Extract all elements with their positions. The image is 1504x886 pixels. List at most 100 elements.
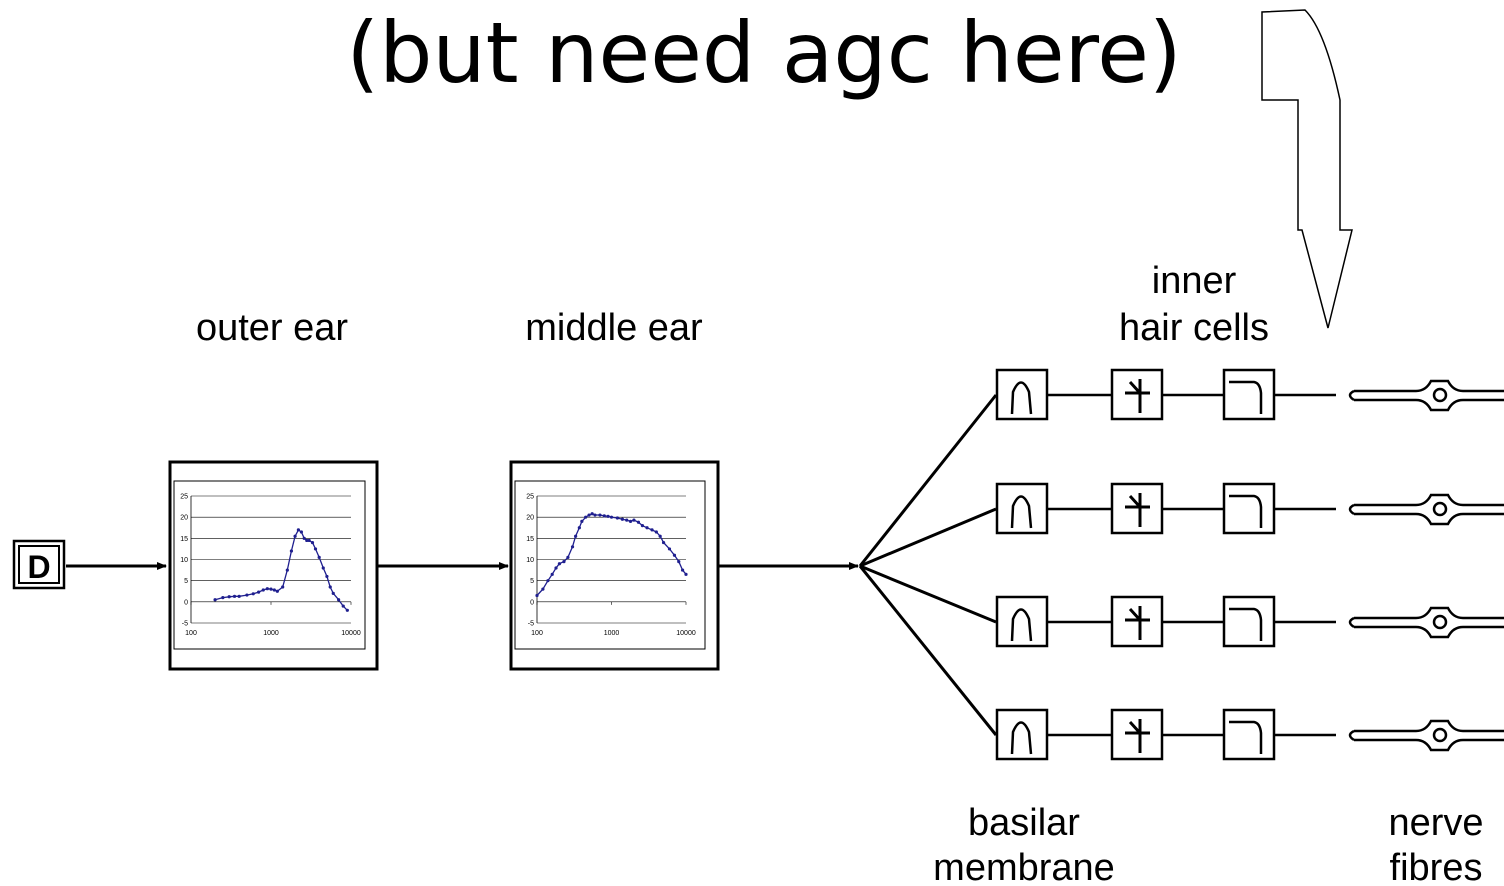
- fan-line: [858, 394, 998, 567]
- middle-ear-data-point: [557, 562, 562, 566]
- middle-ear-data-point: [658, 534, 662, 538]
- nerve-fibre-upper: [1354, 719, 1504, 733]
- middle-ear-data-point: [645, 526, 649, 530]
- rectifier-symbol: [1125, 493, 1150, 527]
- middle-ear-y-tick-label: -5: [528, 621, 534, 628]
- outer-ear-data-point: [289, 549, 294, 553]
- fan-line: [858, 565, 998, 736]
- middle-ear-data-point: [684, 572, 688, 576]
- lowpass-filter-icon: [1222, 482, 1276, 535]
- middle-ear-data-point: [546, 579, 550, 583]
- outer-ear-data-point: [345, 608, 349, 612]
- bandpass-curve: [1010, 495, 1033, 529]
- nerve-fibre-node: [1432, 501, 1448, 517]
- agc-pointer-arrow: [1261, 9, 1353, 329]
- channel-row: [858, 565, 1504, 761]
- nerve-fibre-node: [1432, 387, 1448, 403]
- middle-ear-data-point: [640, 524, 645, 528]
- middle-ear-data-point: [602, 514, 606, 518]
- lowpass-curve: [1229, 380, 1263, 414]
- middle-ear-data-point: [654, 530, 658, 534]
- middle-ear-x-tick-label: 100: [531, 630, 543, 637]
- outer-ear-x-tick-label: 100: [185, 630, 197, 637]
- nerve-fibre-node: [1432, 727, 1448, 743]
- nerve-fibre-end: [1348, 503, 1355, 516]
- middle-ear-data-point: [598, 513, 602, 517]
- outer-ear-data-point: [313, 547, 318, 551]
- bandpass-filter-icon: [995, 368, 1049, 421]
- middle-ear-data-point: [636, 520, 641, 524]
- outer-ear-y-tick-label: -5: [182, 621, 188, 628]
- nerve-fibre-end: [1348, 389, 1355, 402]
- outer-ear-data-point: [321, 566, 325, 570]
- outer-ear-y-tick-label: 25: [180, 494, 188, 501]
- filterbank-channels: [858, 368, 1504, 761]
- middle-ear-data-point: [550, 572, 554, 576]
- middle-ear-data-point: [620, 517, 624, 521]
- outer-ear-data-point: [331, 591, 335, 595]
- outer-ear-data-point: [261, 588, 265, 592]
- middle-ear-data-point: [615, 516, 619, 520]
- nerve-fibres-label-line2: fibres: [1390, 847, 1483, 886]
- lowpass-filter-icon: [1222, 595, 1276, 648]
- nerve-fibres-label-line1: nerve: [1388, 802, 1483, 844]
- channel-row: [859, 482, 1504, 568]
- middle-ear-x-tick-label: 1000: [604, 630, 620, 637]
- middle-ear-label: middle ear: [525, 307, 703, 349]
- nerve-fibre-upper: [1354, 606, 1504, 620]
- nerve-fibre-icon: [1348, 719, 1504, 752]
- outer-ear-data-point: [257, 590, 261, 594]
- channel-row: [859, 564, 1504, 648]
- rectifier-symbol: [1125, 719, 1150, 753]
- outer-ear-data-point: [285, 568, 289, 572]
- nerve-fibre-lower: [1354, 625, 1504, 639]
- nerve-fibre-lower: [1354, 512, 1504, 526]
- outer-ear-data-point: [310, 540, 315, 545]
- fan-line: [859, 507, 997, 568]
- outer-ear-data-point: [227, 595, 231, 599]
- middle-ear-data-point: [587, 513, 591, 517]
- outer-ear-data-point: [305, 538, 309, 543]
- middle-ear-data-point: [625, 518, 629, 522]
- outer-ear-data-point: [317, 555, 321, 559]
- outer-ear-y-tick-label: 10: [180, 557, 188, 564]
- middle-ear-data-point: [554, 566, 558, 570]
- bandpass-curve: [1010, 381, 1033, 415]
- outer-ear-x-tick-label: 1000: [263, 630, 279, 637]
- input-source-symbol: D: [27, 549, 50, 585]
- bandpass-filter-icon: [995, 482, 1049, 535]
- lowpass-curve: [1229, 720, 1263, 754]
- middle-ear-y-tick-label: 20: [526, 515, 534, 522]
- middle-ear-data-point: [606, 514, 610, 518]
- outer-ear-data-point: [337, 598, 341, 602]
- basilar-membrane-label-line2: membrane: [933, 847, 1115, 886]
- middle-ear-y-tick-label: 15: [526, 536, 534, 543]
- outer-ear-data-point: [251, 592, 255, 596]
- middle-ear-y-tick-label: 10: [526, 557, 534, 564]
- basilar-membrane-label-line1: basilar: [968, 802, 1080, 844]
- outer-ear-chart-frame: [173, 480, 366, 650]
- outer-ear-data-point: [237, 594, 241, 598]
- middle-ear-data-point: [566, 555, 570, 559]
- outer-ear-data-point: [296, 528, 300, 532]
- middle-ear-data-point: [535, 593, 539, 598]
- outer-ear-data-point: [275, 589, 279, 593]
- outer-ear-data-point: [293, 534, 297, 538]
- middle-ear-data-point: [574, 534, 578, 538]
- nerve-fibre-icon: [1348, 379, 1504, 412]
- bandpass-curve: [1010, 608, 1033, 642]
- bandpass-filter-icon: [995, 595, 1049, 648]
- middle-ear-data-point: [677, 560, 681, 564]
- lowpass-filter-icon: [1222, 368, 1276, 421]
- nerve-fibre-upper: [1354, 379, 1504, 393]
- outer-ear-label: outer ear: [196, 307, 348, 349]
- inner-hair-cells-label-line1: inner: [1152, 260, 1237, 302]
- middle-ear-data-point: [628, 519, 633, 524]
- middle-ear-data-point: [650, 528, 654, 532]
- outer-ear-data-point: [269, 587, 273, 591]
- middle-ear-data-point: [672, 553, 677, 557]
- middle-ear-data-point: [580, 519, 584, 524]
- inner-hair-cells-label-line2: hair cells: [1119, 307, 1269, 349]
